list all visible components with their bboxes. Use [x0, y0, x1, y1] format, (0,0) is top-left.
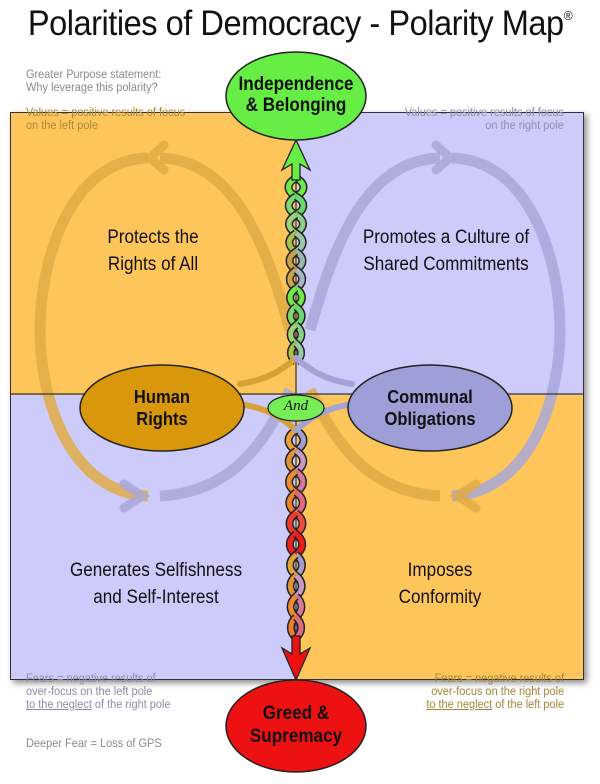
loop-arrowhead-upper-right [431, 140, 457, 175]
top-pole-line1: Independence [238, 74, 354, 95]
bottom-pole-line2: Supremacy [249, 726, 343, 747]
helix-down [284, 426, 308, 641]
lower-left-note: Fears = negative results of over-focus o… [26, 672, 171, 711]
lower-right-line2: Conformity [398, 587, 482, 608]
bottom-pole-ellipse [225, 679, 367, 773]
upper-right-note-line2: on the right pole [485, 118, 564, 132]
helix-up [284, 174, 308, 366]
strand-right-upper [293, 355, 355, 387]
lower-right-neglect-underlined: to the neglect [426, 697, 493, 711]
right-pole-ellipse [347, 364, 513, 452]
upper-right-note: Values = positive results of focus on th… [405, 106, 564, 132]
upper-right-line1: Promotes a Culture of [362, 227, 530, 248]
arrowhead-down-icon [280, 635, 312, 682]
lower-left-note-line3: to the neglect of the right pole [26, 698, 171, 711]
lower-left-note-line2: over-focus on the left pole [26, 684, 153, 698]
loop-arrowhead-upper-left [143, 140, 169, 175]
right-pole-line1: Communal [387, 387, 473, 407]
upper-left-note: Values = positive results of focus on th… [26, 106, 185, 132]
lower-right-note: Fears = negative results of over-focus o… [426, 672, 564, 711]
left-pole-label: Human Rights [105, 386, 219, 430]
loop-arrowhead-lower-left [119, 479, 151, 513]
deeper-fear-label: Deeper Fear = Loss of GPS [26, 736, 162, 750]
lower-left-line1: Generates Selfishness [69, 560, 243, 581]
left-pole-line1: Human [133, 387, 191, 407]
loop-arc-upper-right [304, 152, 441, 332]
left-pole-line2: Rights [136, 409, 188, 429]
and-connector-ellipse [267, 394, 325, 422]
registered-mark: ® [563, 8, 573, 23]
loop-arc-upper-left-b [159, 152, 296, 332]
bottom-pole-label: Greed & Supremacy [233, 702, 359, 748]
upper-left-line1: Protects the [107, 227, 199, 248]
lower-right-line1: Imposes [407, 560, 473, 581]
loop-arc-upper-right-b [451, 152, 566, 502]
lower-left-line2: and Self-Interest [93, 587, 219, 608]
lower-left-quadrant-text: Generates Selfishness and Self-Interest [48, 557, 264, 611]
top-pole-label: Independence & Belonging [233, 74, 359, 116]
loop-arc-upper-left [34, 152, 149, 502]
lower-right-note-line2: over-focus on the right pole [431, 684, 564, 698]
lower-left-neglect-underlined: to the neglect [26, 697, 92, 711]
page-title: Polarities of Democracy - Polarity Map® [21, 4, 579, 44]
arrowhead-up-icon [280, 138, 312, 181]
upper-left-note-line1: Values = positive results of focus [26, 105, 186, 119]
and-connector-label: And [283, 398, 309, 414]
greater-purpose-line1: Greater Purpose statement: [26, 67, 162, 81]
upper-right-line2: Shared Commitments [363, 254, 529, 275]
upper-left-quadrant-text: Protects the Rights of All [59, 224, 248, 278]
lower-left-note-line1: Fears = negative results of [26, 671, 156, 685]
right-pole-label: Communal Obligations [373, 386, 487, 430]
loop-arrowhead-lower-right [449, 479, 481, 513]
title-text: Polarities of Democracy - Polarity Map [27, 4, 564, 43]
strand-left-upper [237, 355, 299, 387]
upper-right-note-line1: Values = positive results of focus [404, 105, 564, 119]
greater-purpose-note: Greater Purpose statement: Why leverage … [26, 68, 161, 94]
lower-right-note-line3: to the neglect of the left pole [426, 698, 564, 711]
right-pole-line2: Obligations [384, 409, 476, 429]
upper-right-quadrant-text: Promotes a Culture of Shared Commitments [338, 224, 554, 278]
lower-left-note-line3-rest: of the right pole [91, 697, 171, 711]
bottom-pole-line1: Greed & [262, 703, 330, 724]
lower-right-quadrant-text: Imposes Conformity [350, 557, 530, 611]
upper-left-line2: Rights of All [107, 254, 199, 275]
top-pole-ellipse [225, 51, 367, 141]
left-pole-ellipse [79, 364, 245, 452]
top-pole-line2: & Belonging [245, 95, 347, 116]
lower-right-note-line1: Fears = negative results of [434, 671, 564, 685]
greater-purpose-line2: Why leverage this polarity? [26, 80, 158, 94]
lower-right-note-line3-rest: of the left pole [492, 697, 564, 711]
upper-left-note-line2: on the left pole [26, 118, 98, 132]
